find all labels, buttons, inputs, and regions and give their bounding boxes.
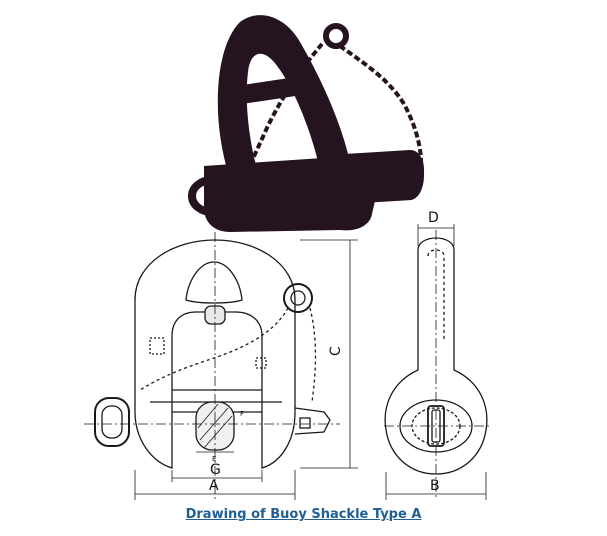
dim-label-e: E — [212, 455, 216, 463]
front-view-dimensions — [134, 239, 358, 500]
shackle-photo-body — [204, 156, 379, 232]
side-view-link — [384, 237, 488, 475]
dim-label-a: A — [209, 478, 219, 494]
front-view-pin-end — [294, 407, 331, 435]
shackle-photo-chain-right — [338, 44, 424, 183]
dim-label-g: G — [210, 462, 221, 478]
dim-label-b: B — [430, 478, 440, 494]
shackle-photo-crossbar — [236, 74, 322, 104]
shackle-photo-pin-end — [396, 152, 424, 200]
front-view-drawing — [84, 232, 340, 500]
dim-label-c: C — [328, 346, 344, 356]
shackle-photo-eye-ring — [188, 176, 236, 216]
shackle-photo-bow — [217, 15, 352, 178]
shackle-photo — [188, 15, 425, 232]
dim-label-f: F — [240, 410, 244, 418]
front-view-inner — [171, 311, 263, 412]
caption-link[interactable]: Drawing of Buoy Shackle Type A — [185, 507, 422, 522]
front-view-eye-ring — [94, 397, 130, 447]
front-view-top-hole — [185, 261, 243, 304]
dim-label-d: D — [428, 210, 439, 226]
side-view-drawing — [384, 230, 492, 500]
shackle-photo-top-ring — [323, 23, 349, 49]
side-view-dimensions — [385, 224, 487, 500]
front-view-outline — [134, 239, 296, 469]
front-view-small-ring — [283, 283, 313, 313]
